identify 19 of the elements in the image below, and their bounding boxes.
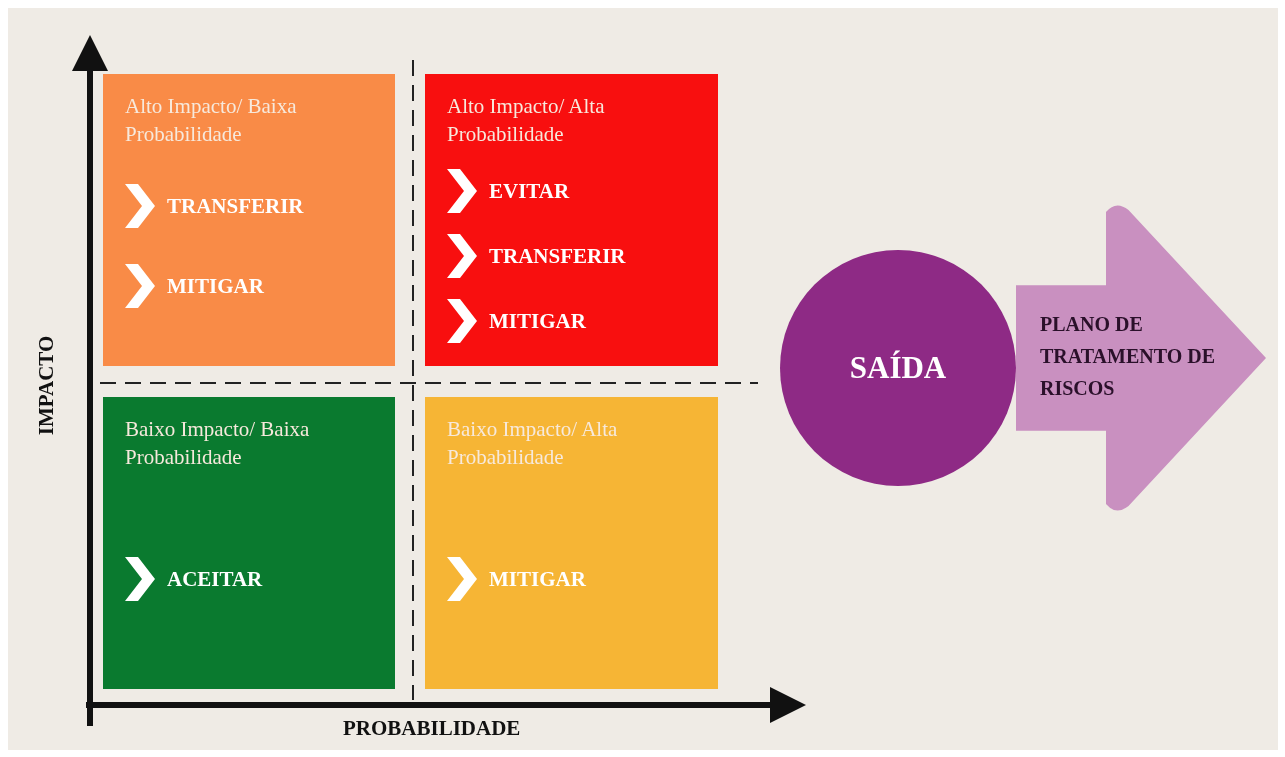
quadrant-heading: Alto Impacto/ Alta Probabilidade <box>447 93 606 148</box>
quadrant-heading: Baixo Impacto/ Alta Probabilidade <box>447 416 619 471</box>
action-label: MITIGAR <box>489 308 586 334</box>
action-label: ACEITAR <box>167 566 263 592</box>
axis-label: IMPACTO <box>33 335 59 436</box>
action-label: TRANSFERIR <box>489 243 626 269</box>
axis-label: PROBABILIDADE <box>343 716 521 741</box>
action-label: EVITAR <box>489 178 570 204</box>
quadrant-heading: Alto Impacto/ Baixa Probabilidade <box>125 93 298 148</box>
quadrant-box <box>103 74 395 366</box>
quadrant-box <box>425 74 718 366</box>
action-label: MITIGAR <box>489 566 586 592</box>
quadrant-heading: Baixo Impacto/ Baixa Probabilidade <box>125 416 311 471</box>
output-label: PLANO DE TRATAMENTO DE RISCOS <box>1040 312 1217 401</box>
quadrant-box <box>103 397 395 689</box>
quadrant-box <box>425 397 718 689</box>
action-label: TRANSFERIR <box>167 193 304 219</box>
action-label: MITIGAR <box>167 273 264 299</box>
circle-label: SAÍDA <box>849 350 947 386</box>
